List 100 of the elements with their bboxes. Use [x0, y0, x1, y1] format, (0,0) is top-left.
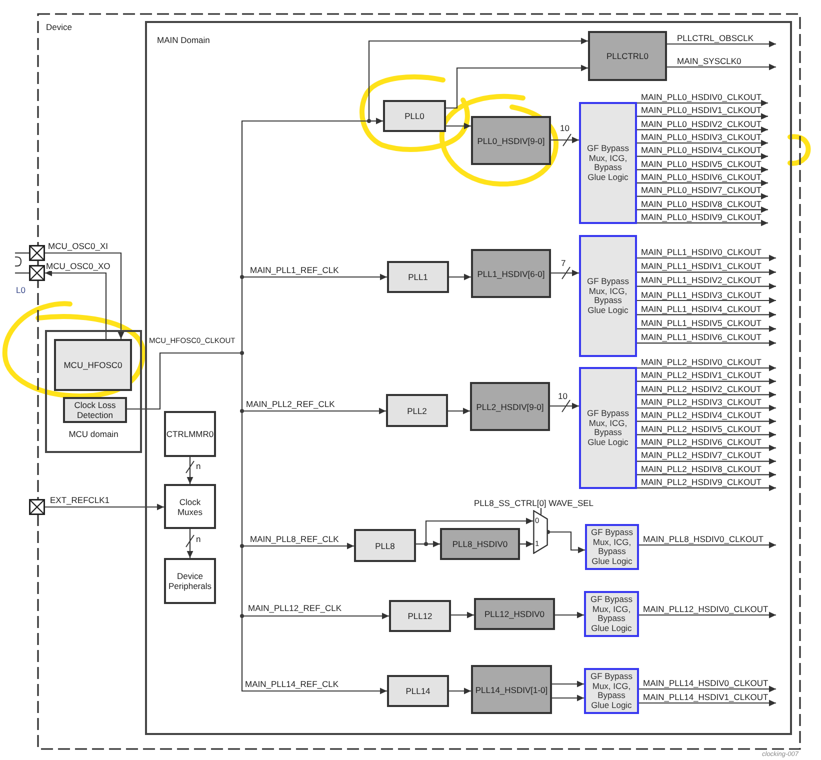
- signal-label: MAIN_PLL2_HSDIV4_CLKOUT: [641, 410, 762, 420]
- signal-label: MAIN_PLL0_HSDIV7_CLKOUT: [641, 185, 762, 196]
- arrow: [449, 688, 471, 694]
- block-label: PLL1: [408, 272, 428, 282]
- block-label: GF Bypass Mux, ICG, Bypass Glue Logic: [589, 672, 634, 710]
- arrow: [448, 408, 470, 414]
- arrow: [520, 540, 533, 548]
- signal-label: MAIN_PLL14_HSDIV0_CLKOUT: [643, 678, 768, 688]
- signal-label: MAIN_PLL1_REF_CLK: [250, 265, 339, 275]
- arrow: [637, 193, 768, 200]
- signal-label: MAIN_SYSCLK0: [677, 56, 742, 66]
- glue-logic-block: [579, 102, 637, 224]
- domain-frame: [145, 21, 792, 735]
- bus-width-label: 10: [560, 123, 570, 133]
- connector-line: [416, 543, 426, 545]
- divider-block: [471, 665, 552, 714]
- block-label: GF Bypass Mux, ICG, Bypass Glue Logic: [586, 277, 630, 315]
- detector-block: [63, 397, 127, 423]
- bus-width-label: 10: [558, 391, 568, 401]
- arrow: [637, 311, 776, 318]
- glue-logic-block: [579, 367, 637, 489]
- arrow: [186, 457, 194, 484]
- signal-label: MAIN_PLL1_HSDIV6_CLKOUT: [641, 332, 762, 342]
- io-pad-icon: [29, 265, 45, 281]
- arrow: [637, 180, 768, 186]
- arrow: [550, 402, 579, 410]
- domain-title: MAIN Domain: [157, 35, 210, 45]
- connector-line: [127, 352, 242, 410]
- signal-label: MAIN_PLL2_HSDIV8_CLKOUT: [641, 464, 762, 474]
- arrow: [637, 283, 776, 290]
- arrow: [637, 153, 768, 160]
- signal-label: MAIN_PLL2_HSDIV5_CLKOUT: [641, 424, 762, 434]
- bus-width-label: n: [196, 461, 201, 471]
- signal-label: MAIN_PLL8_REF_CLK: [250, 534, 339, 544]
- signal-label: MAIN_PLL1_HSDIV3_CLKOUT: [641, 290, 762, 300]
- block-label: PLL12: [408, 611, 432, 621]
- block-label: Clock Muxes: [176, 496, 204, 516]
- signal-label: MAIN_PLL2_HSDIV0_CLKOUT: [641, 357, 762, 367]
- arrow: [242, 274, 387, 280]
- arrow: [637, 100, 768, 106]
- divider-block: [474, 598, 555, 630]
- signal-label: MAIN_PLL2_REF_CLK: [246, 399, 335, 409]
- signal-label: MAIN_PLL2_HSDIV2_CLKOUT: [641, 384, 762, 394]
- block-label: PLL0: [404, 111, 424, 121]
- arrow: [45, 504, 164, 510]
- signal-label: MAIN_PLL0_HSDIV5_CLKOUT: [641, 158, 762, 169]
- arrow: [186, 529, 194, 558]
- pll-block: [387, 261, 449, 293]
- connector-line: [241, 546, 243, 616]
- divider-block: [440, 528, 520, 560]
- domain-frame: [45, 330, 142, 453]
- io-pad-icon: [29, 499, 45, 515]
- connector-line: [241, 411, 243, 546]
- arrow: [637, 254, 776, 262]
- arrow: [637, 206, 768, 213]
- arrow: [552, 680, 584, 688]
- arrow: [637, 326, 776, 332]
- arrow: [551, 136, 579, 144]
- function-block: [164, 558, 216, 604]
- arrow: [637, 418, 776, 425]
- arrow: [426, 540, 440, 548]
- arrow: [45, 252, 124, 339]
- signal-label: MAIN_PLL14_REF_CLK: [245, 679, 339, 689]
- pin-label: MCU_OSC0_XO: [46, 261, 110, 271]
- arrow: [637, 297, 776, 304]
- arrow: [637, 378, 776, 385]
- pin-label: L0: [16, 285, 26, 295]
- divider-block: [471, 249, 551, 298]
- block-label: Clock Loss Detection: [73, 400, 117, 420]
- block-label: PLLCTRL0: [606, 51, 649, 61]
- block-label: GF Bypass Mux, ICG, Bypass Glue Logic: [589, 595, 634, 633]
- io-pad-icon: [29, 245, 45, 261]
- block-label: PLL8: [375, 540, 395, 550]
- arrow: [637, 364, 776, 372]
- pin-label: MCU_OSC0_XI: [48, 241, 108, 251]
- signal-label: MAIN_PLL0_HSDIV1_CLKOUT: [641, 105, 762, 116]
- function-block: [164, 484, 216, 529]
- glue-logic-block: [579, 235, 637, 357]
- signal-label: MAIN_PLL0_HSDIV3_CLKOUT: [641, 132, 762, 142]
- arrow: [637, 431, 776, 438]
- arrow: [667, 40, 776, 48]
- connector-line: [241, 120, 369, 277]
- signal-label: MAIN_PLL1_HSDIV4_CLKOUT: [641, 304, 762, 314]
- function-block: [164, 411, 216, 457]
- block-label: PLL0_HSDIV[9-0]: [477, 136, 545, 146]
- arrow: [637, 268, 776, 276]
- connector-line: [241, 277, 243, 353]
- block-label: GF Bypass Mux, ICG, Bypass Glue Logic: [590, 528, 634, 566]
- signal-label: MAIN_PLL1_HSDIV2_CLKOUT: [641, 275, 762, 286]
- arrow: [637, 471, 776, 478]
- block-label: GF Bypass Mux, ICG, Bypass Glue Logic: [586, 144, 630, 182]
- arrow: [555, 612, 584, 618]
- arrow: [667, 64, 776, 70]
- connector-line: [15, 272, 29, 274]
- signal-label: MAIN_PLL14_HSDIV1_CLKOUT: [643, 692, 768, 702]
- signal-label: MAIN_PLL0_HSDIV0_CLKOUT: [641, 92, 762, 102]
- arrow: [637, 444, 776, 452]
- arrow: [637, 166, 768, 173]
- block-label: Device Peripherals: [168, 571, 212, 591]
- arrow: [446, 64, 588, 109]
